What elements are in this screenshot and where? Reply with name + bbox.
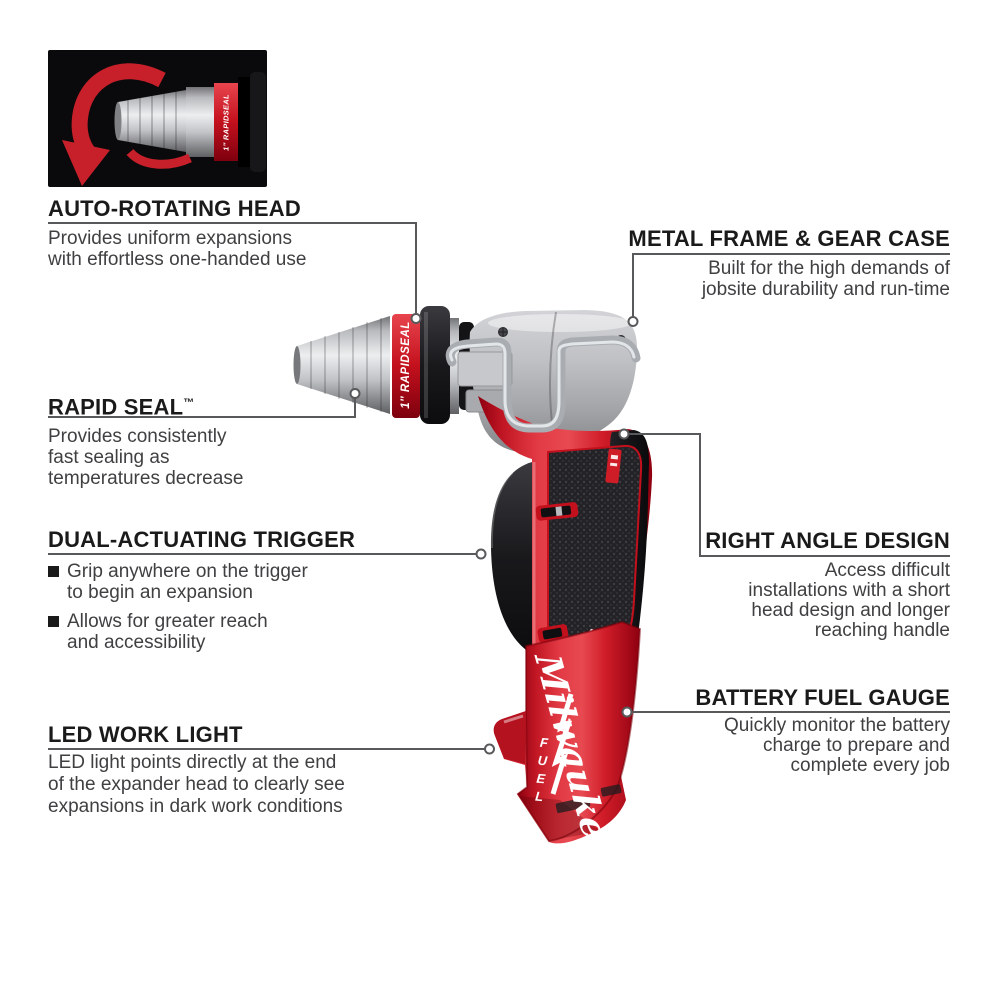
callout-dots	[349, 313, 639, 755]
logo-lightning-bolt	[550, 693, 574, 795]
side-sticker	[605, 448, 622, 484]
callout-dot-battery-gauge	[621, 706, 633, 718]
callout-text-line: temperatures decrease	[48, 468, 244, 490]
callout-text-line: Quickly monitor the battery	[724, 715, 950, 736]
rapid-seal-band-label: 1″ RAPIDSEAL	[400, 321, 412, 409]
callout-text-line: charge to prepare and	[763, 735, 950, 756]
callout-text-line: and accessibility	[67, 632, 206, 653]
callout-title: DUAL-ACTUATING TRIGGER	[48, 527, 356, 552]
callout-dot-right-angle	[618, 428, 630, 440]
trademark-symbol: ™	[183, 397, 195, 409]
rapid-seal-band	[392, 314, 420, 418]
callout-title: RIGHT ANGLE DESIGN	[705, 528, 950, 553]
inset-band-label: 1″ RAPIDSEAL	[221, 94, 231, 151]
callout-led-light: LED WORK LIGHT LED light points directly…	[48, 722, 345, 818]
callout-text-line: Provides uniform expansions	[48, 228, 292, 249]
callout-text-line: LED light points directly at the end	[48, 752, 337, 773]
callout-title: METAL FRAME & GEAR CASE	[628, 226, 950, 251]
bullet-square-icon	[48, 616, 59, 627]
callout-connectors	[48, 222, 950, 750]
callout-text-line: complete every job	[790, 755, 950, 776]
callout-text-line: to begin an expansion	[67, 582, 253, 603]
battery-rails	[555, 784, 622, 814]
callout-dot-dual-trigger	[475, 548, 487, 560]
callout-line-right-angle	[628, 433, 950, 557]
callout-text-line: expansions in dark work conditions	[48, 796, 343, 817]
rotation-arrow-head	[62, 140, 110, 186]
callout-title: AUTO-ROTATING HEAD	[48, 196, 301, 221]
callout-line-auto-rotating-head	[48, 222, 417, 314]
callout-text-line: head design and longer	[751, 600, 950, 621]
callout-text-line: Grip anywhere on the trigger	[67, 561, 308, 582]
callout-battery-gauge: BATTERY FUEL GAUGE Quickly monitor the b…	[695, 685, 950, 776]
callout-text-line: Built for the high demands of	[708, 258, 950, 279]
callout-text-line: reaching handle	[814, 620, 950, 641]
side-clip-plate	[457, 351, 513, 387]
led-work-light	[494, 711, 526, 764]
callout-text-line: with effortless one-handed use	[48, 249, 307, 270]
bullet-item: Grip anywhere on the trigger to begin an…	[48, 561, 355, 603]
callout-text-line: installations with a short	[748, 580, 950, 601]
bullet-square-icon	[48, 566, 59, 577]
inset-head-photo	[48, 50, 267, 187]
expander-tool	[293, 306, 653, 844]
callout-right-angle: RIGHT ANGLE DESIGN Access difficult inst…	[705, 528, 950, 641]
callout-text-line: fast sealing as	[48, 447, 170, 469]
callout-line-rapid-seal	[48, 398, 356, 418]
callout-text-line: Provides consistently	[48, 426, 227, 448]
callout-dual-trigger: DUAL-ACTUATING TRIGGER Grip anywhere on …	[48, 527, 355, 653]
callout-dot-auto-rotating-head	[410, 313, 422, 324]
inset-rapid-seal-band	[214, 83, 238, 161]
expander-cone	[293, 316, 390, 414]
wire-bail-handle	[445, 335, 641, 433]
callout-title: BATTERY FUEL GAUGE	[695, 685, 950, 710]
callout-text-line: jobsite durability and run-time	[701, 279, 950, 300]
callout-line-metal-frame	[632, 253, 950, 317]
mode-slot	[535, 502, 579, 521]
callout-text-line: of the expander head to clearly see	[48, 774, 345, 795]
callout-dot-metal-frame	[627, 316, 639, 327]
bullet-item: Allows for greater reach and accessibili…	[48, 611, 355, 653]
inset-head-art	[62, 63, 266, 186]
callout-dot-led-light	[484, 743, 495, 755]
callout-metal-frame: METAL FRAME & GEAR CASE Built for the hi…	[628, 226, 950, 300]
callout-rapid-seal: RAPID SEAL™ Provides consistently fast s…	[48, 390, 243, 489]
callout-title: RAPID SEAL™	[48, 394, 195, 420]
callout-text-line: Allows for greater reach	[67, 611, 268, 632]
callout-text-line: Access difficult	[824, 560, 950, 581]
callout-auto-rotating-head: AUTO-ROTATING HEAD Provides uniform expa…	[48, 196, 306, 270]
callout-title: LED WORK LIGHT	[48, 722, 243, 747]
callout-dot-rapid-seal	[349, 388, 361, 399]
trigger	[488, 462, 532, 654]
